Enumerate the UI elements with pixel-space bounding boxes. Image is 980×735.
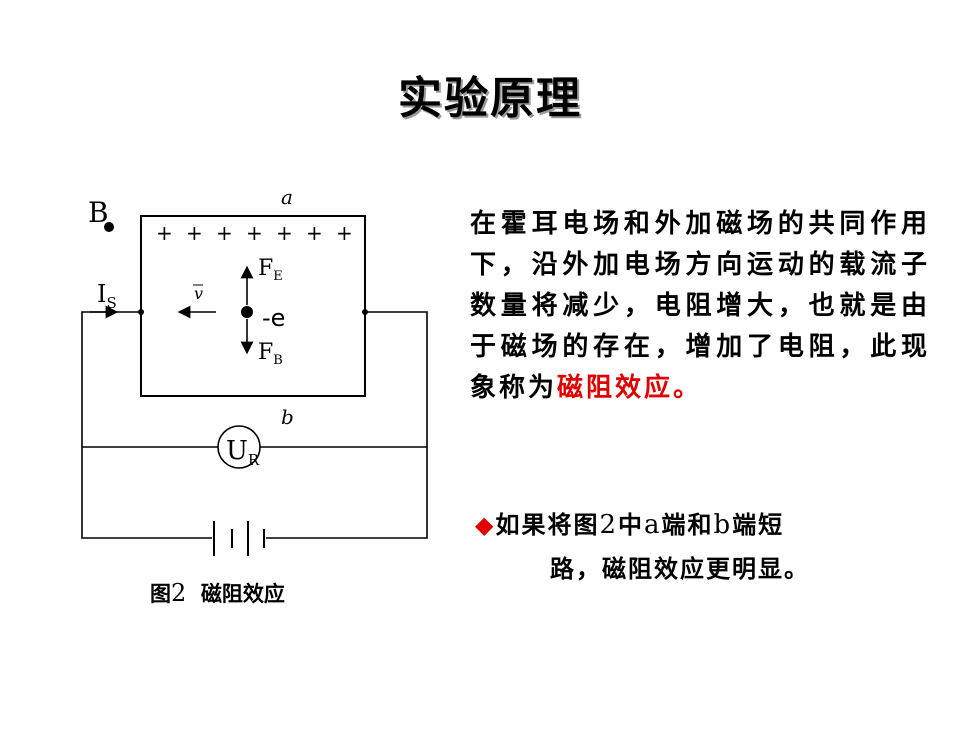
label-electron: -e <box>262 304 285 332</box>
b-field-dot <box>104 222 114 232</box>
minus-signs: - - - - - - - <box>158 385 352 406</box>
explanation-paragraph: 在霍耳电场和外加磁场的共同作用下，沿外加电场方向运动的载流子数量将减少，电阻增大… <box>470 204 930 409</box>
diamond-bullet-icon: ◆ <box>475 511 496 539</box>
minus-sign: - <box>190 385 197 406</box>
label-is-main: I <box>97 280 106 308</box>
label-fe-sub: E <box>273 269 283 284</box>
label-b-field: B <box>88 196 109 229</box>
caption-number: 2 <box>171 579 187 607</box>
caption-prefix: 图 <box>150 582 171 606</box>
bullet-line2: 路，磁阻效应更明显。 <box>550 555 810 583</box>
explanation-text: 在霍耳电场和外加磁场的共同作用下，沿外加电场方向运动的载流子数量将减少，电阻增大… <box>470 209 930 403</box>
left-wire <box>81 311 212 539</box>
label-fe-main: F <box>258 256 273 281</box>
minus-sign: - <box>286 385 293 406</box>
slide-title: 实验原理 <box>398 73 582 124</box>
minus-sign: - <box>254 385 261 406</box>
label-fe: FE <box>258 256 283 284</box>
bullet-part4: 端短 <box>732 511 785 539</box>
label-fb-main: F <box>258 340 273 365</box>
bullet-part2: 中 <box>618 511 645 539</box>
voltmeter-circle <box>217 425 261 469</box>
label-v: v <box>194 284 203 303</box>
plus-sign: + <box>306 221 323 245</box>
figure-caption: 图2 磁阻效应 <box>150 578 285 608</box>
label-ur-sub: R <box>248 451 260 469</box>
label-fb-sub: B <box>273 353 283 368</box>
minus-sign: - <box>222 385 229 406</box>
electron-dot <box>241 306 253 318</box>
label-fb: FB <box>258 340 283 368</box>
bullet-num: 2 <box>599 510 619 540</box>
caption-text: 磁阻效应 <box>200 582 285 606</box>
label-is-sub: S <box>106 294 116 312</box>
plus-sign: + <box>156 221 173 245</box>
plus-sign: + <box>336 221 353 245</box>
minus-sign: - <box>345 385 352 406</box>
highlight-term: 磁阻效应。 <box>557 373 703 403</box>
label-a: a <box>281 185 293 209</box>
plus-sign: + <box>216 221 233 245</box>
bullet-a: a <box>644 510 662 540</box>
label-ur: UR <box>226 436 260 469</box>
label-b-terminal: b <box>281 405 294 429</box>
label-is: IS <box>97 280 117 312</box>
plus-sign: + <box>186 221 203 245</box>
bullet-part1: 如果将图 <box>495 511 600 539</box>
battery-symbol <box>213 521 265 556</box>
bullet-b: b <box>713 510 733 540</box>
bullet-part3: 端和 <box>661 511 714 539</box>
minus-sign: - <box>158 385 165 406</box>
sample-rect <box>140 215 366 397</box>
plus-signs: + + + + + + + <box>156 221 353 245</box>
plus-sign: + <box>246 221 263 245</box>
right-wire <box>266 311 428 539</box>
plus-sign: + <box>276 221 293 245</box>
explanation-block: 在霍耳电场和外加磁场的共同作用下，沿外加电场方向运动的载流子数量将减少，电阻增大… <box>470 204 930 409</box>
minus-sign: - <box>318 385 325 406</box>
bullet-note: ◆如果将图2中a端和b端短 路，磁阻效应更明显。 <box>475 503 945 591</box>
label-ur-main: U <box>226 436 248 466</box>
